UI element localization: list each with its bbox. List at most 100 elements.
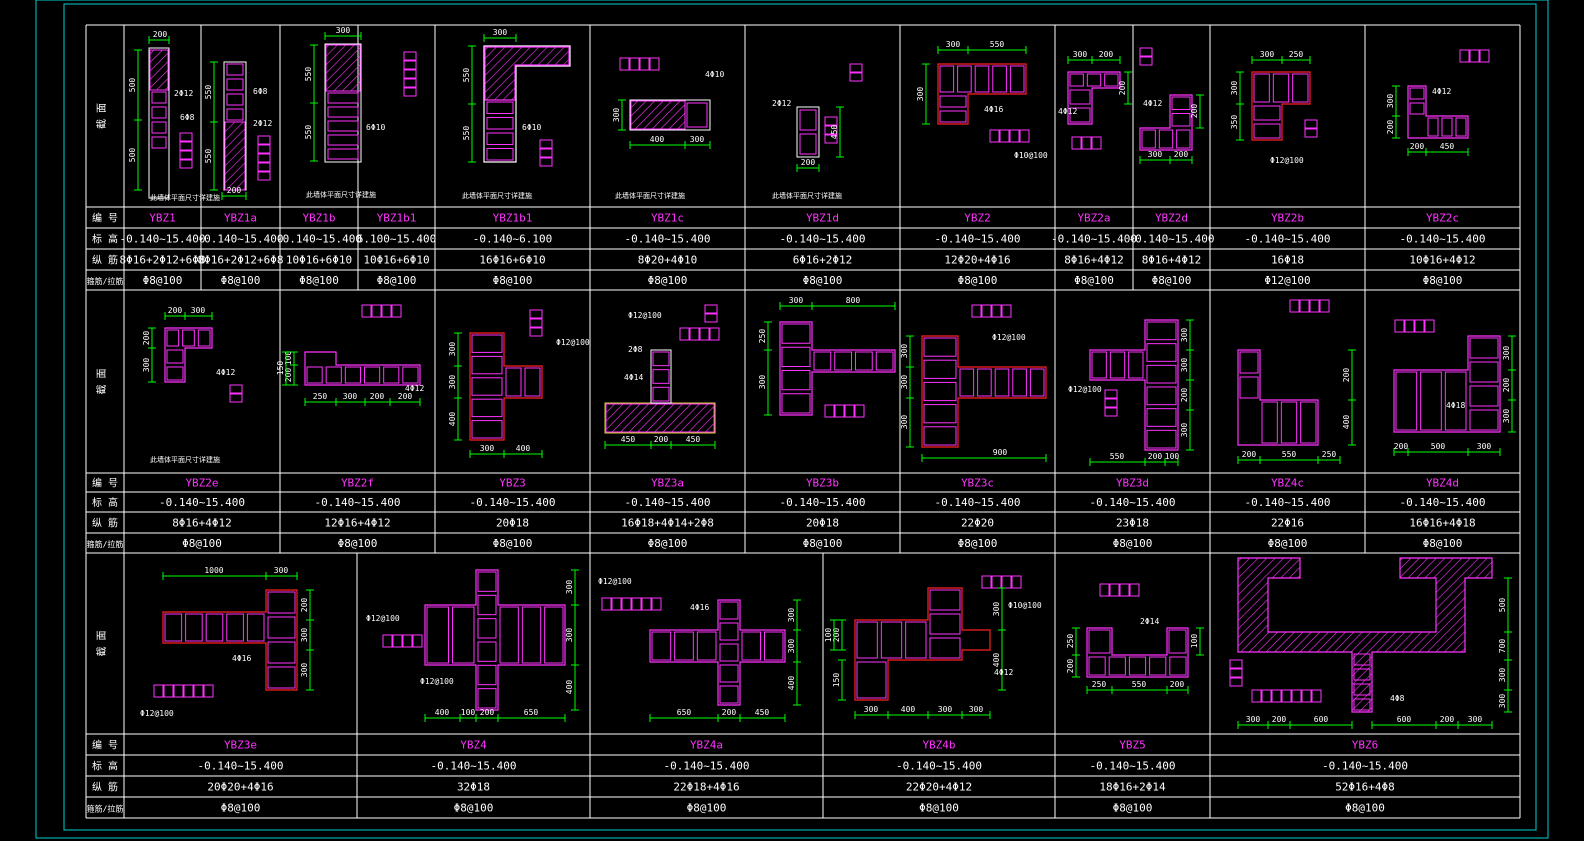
stirrup-detail <box>1261 689 1272 703</box>
stirrup-detail <box>203 684 214 698</box>
header-elevation: 标 高 <box>92 496 118 509</box>
stirrup <box>856 661 887 699</box>
dimension-label: 700 <box>1498 639 1507 654</box>
stirrup-detail <box>1229 668 1243 678</box>
cell-elevation: -0.140~15.400 <box>624 233 710 246</box>
cell-elevation: -0.140~15.400 <box>624 496 710 509</box>
stirrup <box>1146 386 1177 406</box>
dimension-label: 200 <box>1180 388 1189 403</box>
stirrup <box>905 621 927 659</box>
rebar-callout: 6Φ8 <box>180 113 195 122</box>
stirrup-detail <box>849 72 863 82</box>
rebar-callout: Φ12@100 <box>420 677 454 686</box>
dimension-label: 400 <box>901 705 916 714</box>
dimension-label: 200 <box>370 392 385 401</box>
band-2-grid <box>86 290 1520 554</box>
stirrup <box>471 334 503 353</box>
stirrup-detail <box>163 684 174 698</box>
dimension-label: 250 <box>1322 450 1337 459</box>
dimension-label: 300 <box>448 342 457 357</box>
dimension-label: 200 <box>1342 368 1351 383</box>
stirrup <box>923 426 957 446</box>
stirrup <box>306 366 323 384</box>
stirrup-detail <box>381 304 392 318</box>
dimension-label: 200 <box>1118 81 1127 96</box>
cell-elevation: -0.140~15.400 <box>896 760 982 773</box>
cell-longitudinal: 16Φ16+6Φ10 <box>479 254 545 267</box>
dimension-label: 300 <box>1148 150 1163 159</box>
dimension-label: 450 <box>1440 142 1455 151</box>
stirrup-detail <box>601 597 612 611</box>
stirrup-detail <box>539 139 553 149</box>
stirrup-detail <box>619 57 630 71</box>
stirrup <box>939 65 955 93</box>
cell-stirrup: Φ8@100 <box>1113 802 1153 815</box>
cell-elevation: -0.140~15.400 <box>1399 496 1485 509</box>
stirrup-detail <box>824 125 838 135</box>
dimension-label: 200 <box>1394 442 1409 451</box>
rebar-callout: 4Φ12 <box>1143 99 1162 108</box>
cell-stirrup: Φ8@100 <box>182 537 222 550</box>
dimension-label: 400 <box>565 680 574 695</box>
cell-longitudinal: 16Φ16+4Φ18 <box>1409 517 1475 530</box>
rebar-callout: 2Φ12 <box>772 99 791 108</box>
header-number: 编 号 <box>92 477 118 490</box>
stirrup <box>719 601 739 620</box>
cell-stirrup: Φ8@100 <box>299 274 339 287</box>
dimension-label: 450 <box>621 435 636 444</box>
stirrup-detail <box>391 304 402 318</box>
stirrup <box>1261 401 1278 444</box>
stirrup <box>781 370 811 391</box>
stirrup <box>477 594 497 616</box>
stirrup <box>327 92 359 104</box>
stirrup-detail <box>1424 319 1435 333</box>
rebar-callout: 4Φ16 <box>984 105 1003 114</box>
cell-stirrup: Φ8@100 <box>1423 274 1463 287</box>
stirrup <box>471 398 503 418</box>
stirrup-detail <box>989 129 1000 143</box>
band-2-cells: YBZ2e-0.140~15.4008Φ16+4Φ12Φ8@100YBZ2f-0… <box>159 477 1486 551</box>
dimension-label: 300 <box>916 87 925 102</box>
stirrup-detail <box>1104 389 1118 399</box>
dimension-label: 500 <box>128 78 137 93</box>
rebar-callout: 4Φ12 <box>1058 107 1077 116</box>
stirrup-detail <box>1019 129 1030 143</box>
cell-longitudinal: 10Φ16+6Φ10 <box>286 254 352 267</box>
dimension-label: 600 <box>1397 715 1412 724</box>
cell-stirrup: Φ8@100 <box>648 274 688 287</box>
cell-elevation: -0.140~15.400 <box>469 496 555 509</box>
cell-elevation: -0.140~15.400 <box>779 496 865 509</box>
cell-elevation: -0.140~15.400 <box>779 233 865 246</box>
stirrup <box>929 637 961 659</box>
stirrup-detail <box>179 141 193 151</box>
cell-stirrup: Φ8@100 <box>919 802 959 815</box>
dimension-label: 200 <box>1170 680 1185 689</box>
cell-elevation: -0.140~15.400 <box>197 760 283 773</box>
stirrup-detail <box>257 162 271 172</box>
stirrup <box>992 65 1007 93</box>
stirrup <box>974 65 990 93</box>
cell-elevation: -0.140~15.400 <box>314 496 400 509</box>
header-elevation: 标 高 <box>92 760 118 773</box>
cell-stirrup: Φ8@100 <box>1152 274 1192 287</box>
stirrup <box>1149 656 1167 676</box>
section-note: 此墙体平面尺寸详建施 <box>150 193 220 202</box>
stirrup <box>652 351 670 367</box>
stirrup <box>1427 117 1439 137</box>
dimension-label: 300 <box>900 375 909 390</box>
stirrup-detail <box>1009 129 1020 143</box>
cell-label: YBZ4a <box>690 739 723 752</box>
dimension-label: 300 <box>969 705 984 714</box>
cell-elevation: -0.140~15.400 <box>119 233 205 246</box>
stirrup <box>1353 698 1371 711</box>
stirrup-detail <box>403 69 417 79</box>
stirrup <box>267 591 296 614</box>
dimension-label: 300 <box>789 296 804 305</box>
cell-longitudinal: 12Φ16+4Φ12 <box>324 517 390 530</box>
stirrup <box>1146 429 1177 449</box>
